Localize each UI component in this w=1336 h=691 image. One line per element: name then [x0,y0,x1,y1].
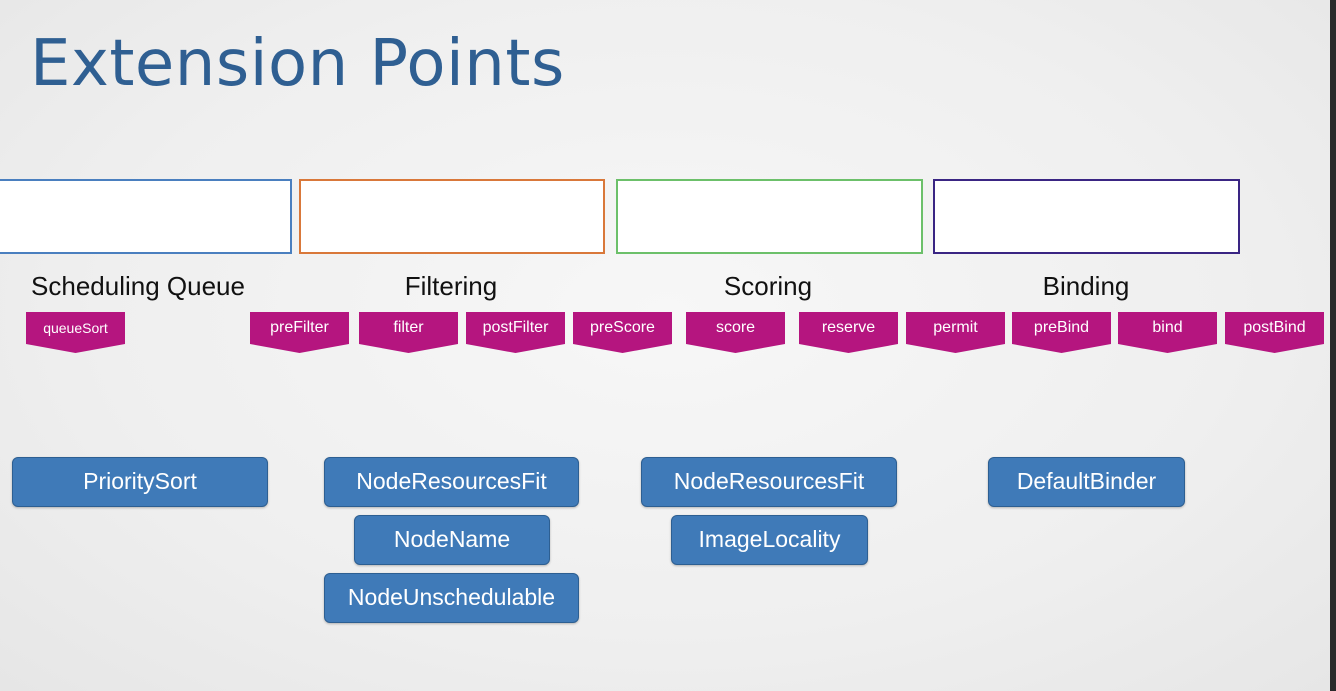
stage-box-binding [933,179,1240,254]
stage-box-scoring [616,179,923,254]
extension-point-filter: filter [359,312,458,353]
plugin-defaultbinder: DefaultBinder [988,457,1185,507]
plugin-filtering-noderesourcesfit: NodeResourcesFit [324,457,579,507]
plugin-nodeunschedulable: NodeUnschedulable [324,573,579,623]
stage-label-filtering: Filtering [404,271,498,301]
stage-label-binding: Binding [1042,271,1130,301]
extension-point-prescore: preScore [573,312,672,353]
plugin-scoring-noderesourcesfit: NodeResourcesFit [641,457,897,507]
plugin-imagelocality: ImageLocality [671,515,868,565]
extension-point-queuesort: queueSort [26,312,125,353]
stage-label-scoring: Scoring [723,271,813,301]
right-edge-bar [1330,0,1336,691]
extension-point-reserve: reserve [799,312,898,353]
plugin-prioritysort: PrioritySort [12,457,268,507]
extension-point-postfilter: postFilter [466,312,565,353]
extension-point-postbind: postBind [1225,312,1324,353]
extension-point-prebind: preBind [1012,312,1111,353]
plugin-nodename: NodeName [354,515,550,565]
page-title: Extension Points [30,27,565,101]
stage-box-scheduling-queue [0,179,292,254]
stage-box-filtering [299,179,605,254]
extension-point-prefilter: preFilter [250,312,349,353]
stage-label-scheduling-queue: Scheduling Queue [31,271,245,301]
extension-point-permit: permit [906,312,1005,353]
extension-point-bind: bind [1118,312,1217,353]
extension-point-score: score [686,312,785,353]
